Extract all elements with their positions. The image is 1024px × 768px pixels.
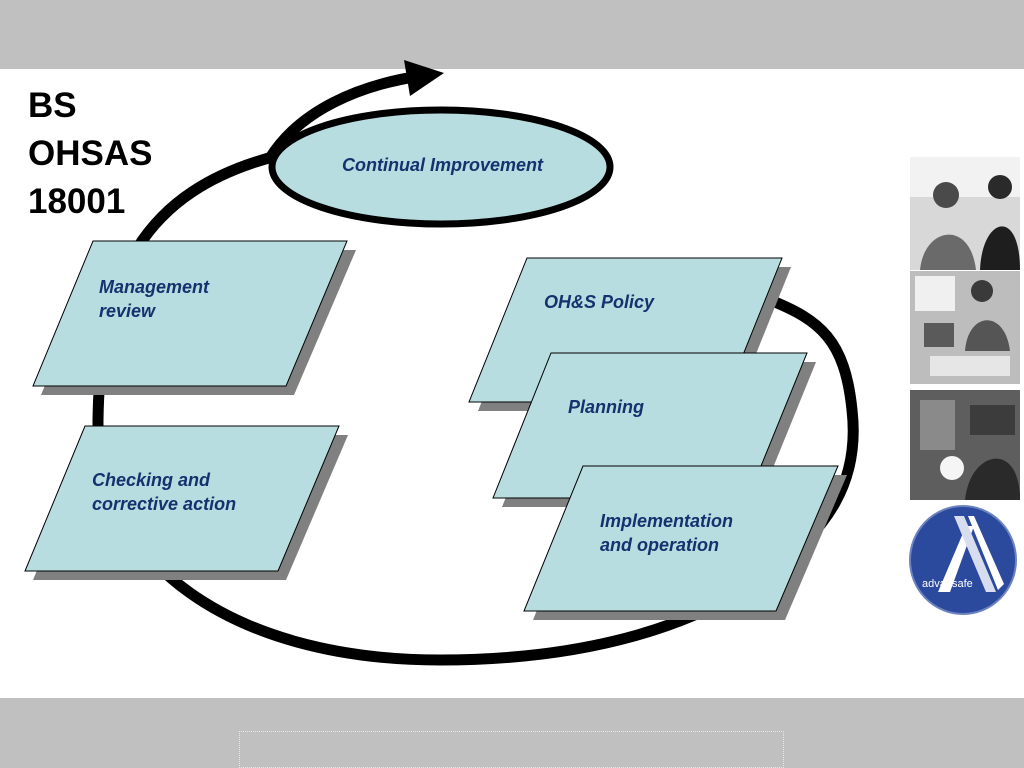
continual-improvement-ellipse [268,106,614,228]
implementation-box [523,465,839,612]
arrowhead-icon [404,60,444,96]
policy-label: OH&S Policy [544,292,655,312]
management-review-box [32,240,348,387]
checking-label: Checking and corrective action [92,470,237,514]
planning-label: Planning [568,397,644,417]
header-band [0,0,1024,69]
people-photo [910,157,1020,270]
slide-title: BS OHSAS 18001 [28,86,153,221]
checking-box [24,425,340,572]
logo-text: advansafe [922,578,973,590]
implementation-label: Implementation and operation [600,511,734,555]
cycle-arrow-arc [265,70,421,161]
management-review-label: Management review [99,277,210,321]
footer-band [0,698,1024,768]
industrial-photo [910,390,1020,500]
continual-improvement-label: Continual Improvement [342,155,544,175]
office-photo [910,271,1020,384]
advansafe-logo [909,505,1017,615]
footer-placeholder [239,731,784,768]
